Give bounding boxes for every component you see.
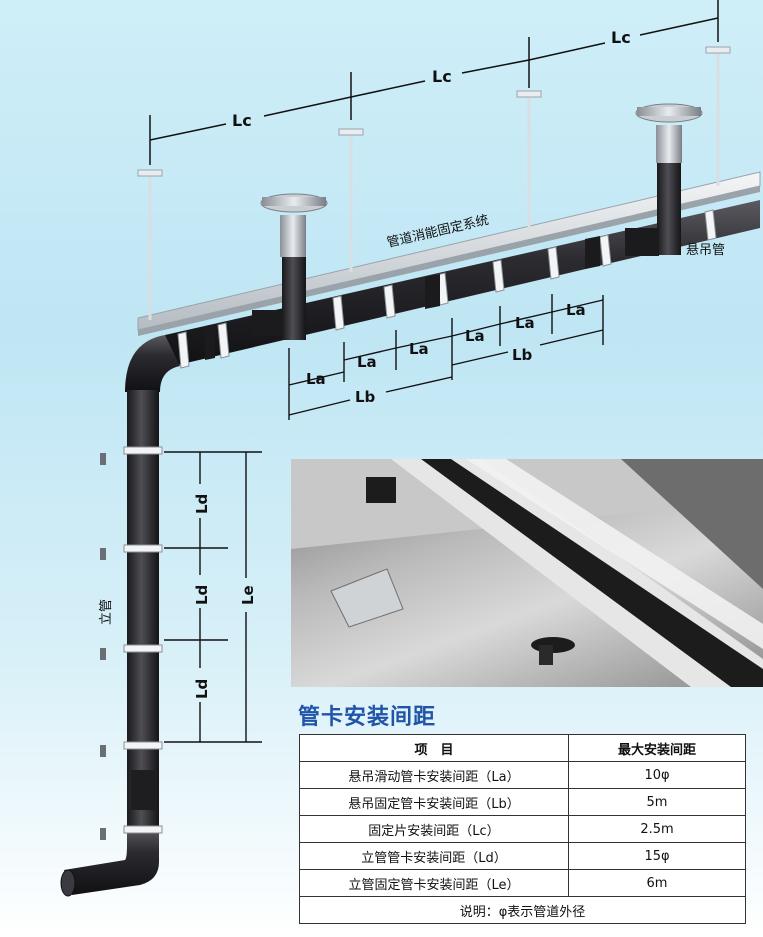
ld-le-dimension (164, 451, 262, 743)
ld-label-3: Ld (193, 679, 211, 699)
table-row: 悬吊固定管卡安装间距（Lb） 5m (299, 788, 746, 816)
hanger-rods (148, 50, 720, 320)
photo-drawing (291, 459, 763, 687)
clamp-photo-1 (366, 477, 396, 503)
svg-text:La: La (306, 370, 326, 388)
le-label: Le (239, 585, 257, 605)
la-lb-dimension (288, 294, 604, 420)
lc-label-3: Lc (611, 28, 631, 47)
vent-cap-right (625, 103, 703, 256)
svg-text:La: La (409, 340, 429, 358)
table-note: 说明：φ表示管道外径 (299, 896, 746, 924)
table-row: 立管固定管卡安装间距（Le） 6m (299, 869, 746, 897)
row-value: 2.5m (568, 815, 746, 843)
lb-label-2: Lb (512, 346, 533, 364)
header-value: 最大安装间距 (568, 734, 746, 762)
riser-label: 立管 (99, 599, 114, 625)
installation-photo (291, 459, 763, 687)
fixing-plate-photo (330, 568, 404, 628)
table-row: 立管管卡安装间距（Ld） 15φ (299, 842, 746, 870)
row-item: 立管管卡安装间距（Ld） (299, 842, 569, 870)
lb-label-1: Lb (355, 388, 376, 406)
svg-text:La: La (515, 314, 535, 332)
hanger-plates (137, 46, 731, 177)
spacing-table: 项 目 最大安装间距 悬吊滑动管卡安装间距（La） 10φ 悬吊固定管卡安装间距… (299, 734, 746, 924)
pipe-couplers (205, 236, 600, 360)
row-item: 立管固定管卡安装间距（Le） (299, 869, 569, 897)
row-item: 悬吊滑动管卡安装间距（La） (299, 761, 569, 789)
header-item: 项 目 (299, 734, 569, 762)
riser-pipe (60, 390, 159, 897)
lc-dimension (149, 0, 719, 165)
row-value: 10φ (568, 761, 746, 789)
row-value: 5m (568, 788, 746, 816)
table-row: 固定片安装间距（Lc） 2.5m (299, 815, 746, 843)
ld-label-2: Ld (193, 585, 211, 605)
row-value: 15φ (568, 842, 746, 870)
row-value: 6m (568, 869, 746, 897)
horizontal-pipe (125, 200, 760, 392)
svg-text:La: La (357, 353, 377, 371)
section-title: 管卡安装间距 (298, 705, 437, 730)
row-item: 固定片安装间距（Lc） (299, 815, 569, 843)
table-header-row: 项 目 最大安装间距 (299, 734, 746, 762)
table-row: 悬吊滑动管卡安装间距（La） 10φ (299, 761, 746, 789)
svg-text:La: La (465, 327, 485, 345)
table-note-row: 说明：φ表示管道外径 (299, 896, 746, 924)
pipe-clamps (177, 209, 717, 369)
ld-label-1: Ld (193, 494, 211, 514)
hang-pipe-label: 悬吊管 (686, 243, 725, 258)
wall-brackets (100, 453, 106, 840)
riser-clamps (123, 446, 163, 834)
svg-text:La: La (566, 301, 586, 319)
vent-cap-left (252, 193, 328, 340)
row-item: 悬吊固定管卡安装间距（Lb） (299, 788, 569, 816)
lc-label-1: Lc (232, 111, 252, 130)
la-labels: La La La La La La (306, 301, 586, 388)
lc-label-2: Lc (432, 67, 452, 86)
